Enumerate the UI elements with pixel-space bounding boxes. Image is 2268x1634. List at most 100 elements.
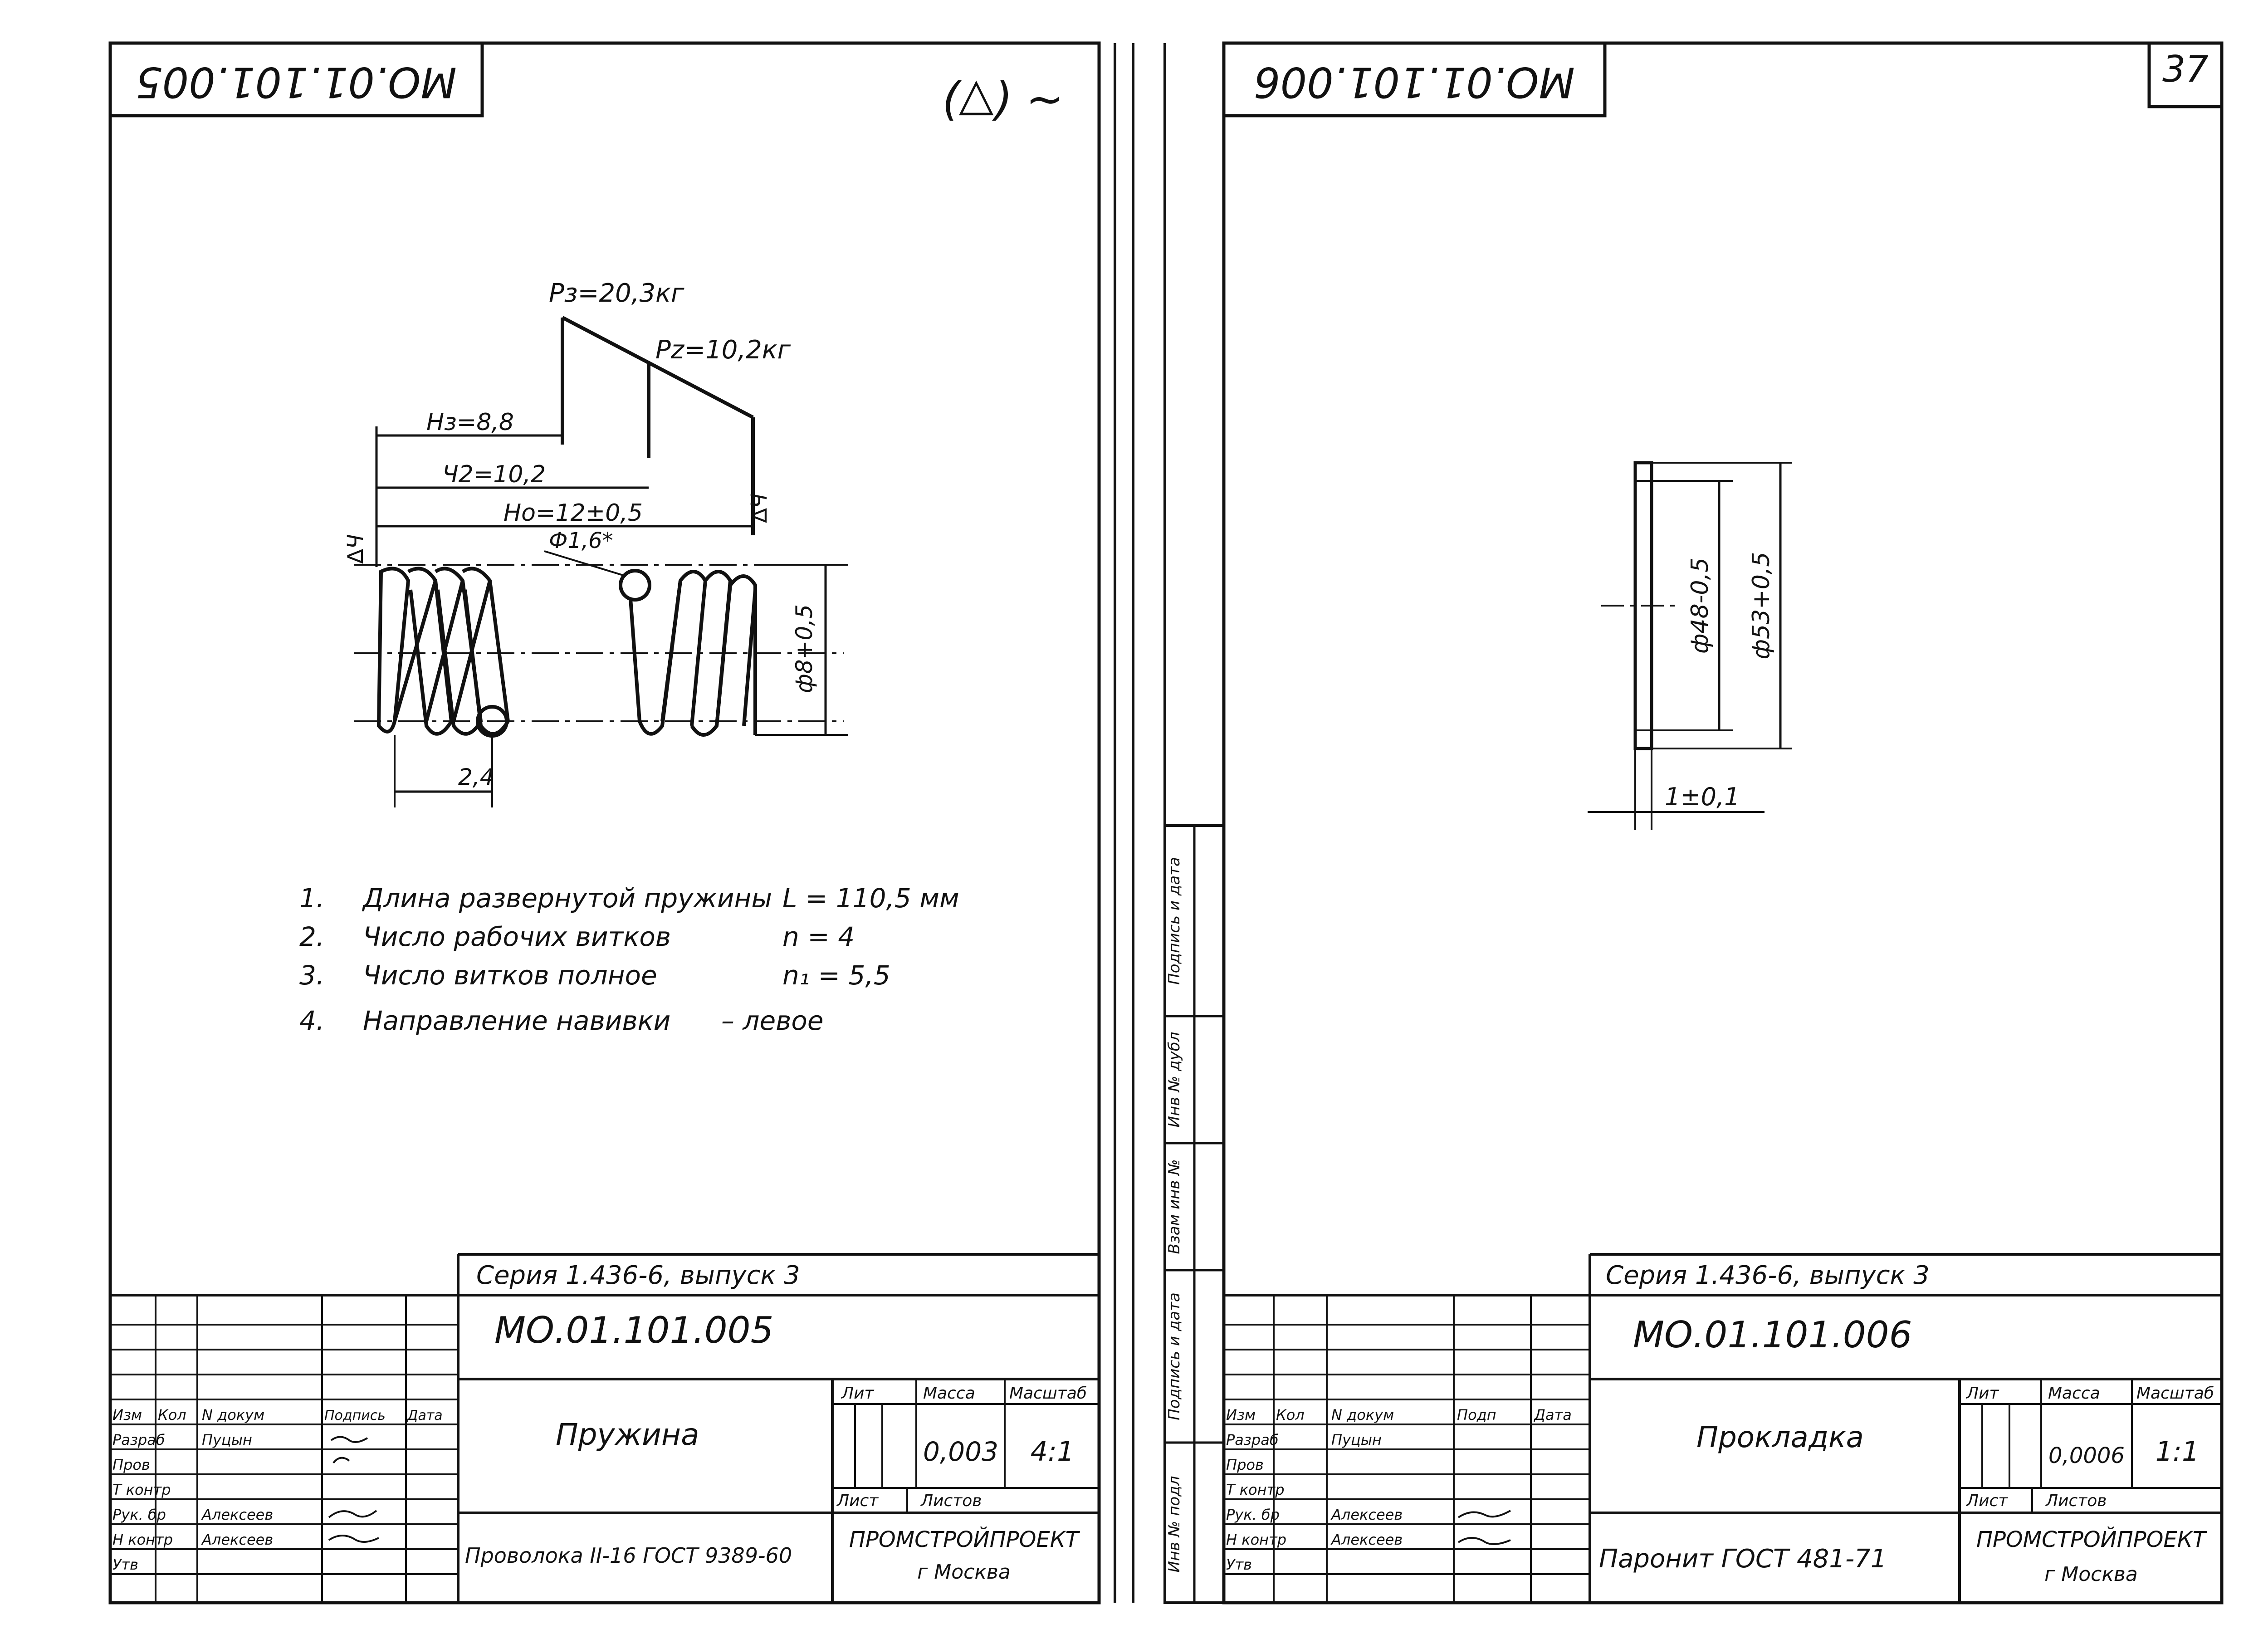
note-2-value: n = 4	[782, 921, 855, 952]
spring-diagram	[354, 316, 848, 807]
pitch-label: 2,4	[458, 764, 494, 790]
gasket-labels: ф48-0,5 ф53+0,5 1±0,1	[1665, 552, 1775, 811]
right-code: МО.01.101.006	[1633, 1314, 1912, 1356]
left-name: Пружина	[556, 1417, 699, 1452]
left-role-3: Т контр	[112, 1481, 171, 1498]
right-signatures	[1457, 1510, 1511, 1545]
left-corner-code-box: МО.01.101.005	[108, 41, 484, 117]
left-head-lit: Лит	[841, 1384, 874, 1403]
left-signatures	[328, 1436, 379, 1543]
right-role-1-name: Пуцын	[1331, 1431, 1382, 1448]
left-head-scale: Масштаб	[1009, 1384, 1087, 1403]
thickness-label: 1±0,1	[1665, 783, 1740, 811]
left-col-doc: N докум	[202, 1406, 264, 1424]
note-4-text: Направление навивки	[363, 1005, 670, 1036]
side-strip-label-3: Взам инв №	[1165, 1159, 1183, 1254]
p2-label: Pz=10,2кг	[655, 335, 791, 365]
roughness-mark: ∼ (▽)	[941, 75, 1064, 128]
left-title-block	[110, 1253, 1099, 1603]
right-org: ПРОМСТРОЙПРОЕКТ	[1976, 1526, 2208, 1552]
note-3-text: Число витков полное	[363, 960, 657, 991]
center-border-lines	[1114, 43, 1166, 1603]
right-head-scale: Масштаб	[2136, 1384, 2214, 1403]
right-head-lit: Лит	[1965, 1384, 1999, 1403]
right-role-4-name: Алексеев	[1330, 1506, 1403, 1523]
left-head-sheet: Лист	[836, 1492, 879, 1510]
gasket-diagram	[1588, 461, 1792, 830]
left-role-4-name: Алексеев	[201, 1506, 273, 1523]
page-number: 37	[2162, 48, 2209, 90]
left-col-kol: Кол	[158, 1406, 186, 1424]
right-role-6: Утв	[1226, 1556, 1252, 1573]
right-role-1: Разраб	[1226, 1431, 1279, 1448]
right-scale: 1:1	[2156, 1436, 2200, 1468]
left-sheet	[108, 41, 1101, 1605]
note-2-text: Число рабочих витков	[363, 921, 671, 952]
left-corner-code: МО.01.101.005	[136, 58, 457, 107]
left-role-6: Утв	[112, 1556, 138, 1573]
right-role-4: Рук. бр	[1226, 1506, 1280, 1523]
left-scale: 4:1	[1031, 1436, 1075, 1468]
right-col-kol: Кол	[1276, 1406, 1305, 1424]
left-role-2: Пров	[112, 1456, 150, 1473]
right-col-date: Дата	[1533, 1406, 1572, 1424]
side-strip-label-2: Подпись и дата	[1165, 1292, 1183, 1420]
left-role-5: Н контр	[112, 1531, 173, 1548]
right-role-5-name: Алексеев	[1330, 1531, 1403, 1548]
note-4-num: 4.	[299, 1005, 324, 1036]
left-col-izm: Изм	[112, 1406, 142, 1424]
right-mass: 0,0006	[2048, 1443, 2125, 1468]
right-name: Прокладка	[1696, 1421, 1864, 1454]
right-corner-code: МО.01.101.006	[1254, 58, 1575, 107]
outer-dia-label-gasket: ф53+0,5	[1748, 552, 1775, 660]
note-3-value: n₁ = 5,5	[782, 960, 890, 991]
wire-dia-label: Ф1,6*	[549, 528, 613, 553]
note-1-value: L = 110,5 мм	[782, 883, 959, 914]
right-title-block-text: Серия 1.436-6, выпуск 3 МО.01.101.006 Пр…	[1226, 1261, 2214, 1586]
left-title-block-text: Серия 1.436-6, выпуск 3 МО.01.101.005 Пр…	[112, 1261, 1087, 1584]
note-2-num: 2.	[299, 921, 324, 952]
note-1-num: 1.	[299, 883, 324, 914]
right-role-2: Пров	[1226, 1456, 1264, 1473]
side-strip-label-4: Инв № дубл	[1165, 1032, 1183, 1127]
right-role-3: Т контр	[1226, 1481, 1285, 1498]
left-head-sheets: Листов	[920, 1492, 982, 1510]
note-3-num: 3.	[299, 960, 324, 991]
left-series: Серия 1.436-6, выпуск 3	[476, 1261, 800, 1290]
right-city: г Москва	[2044, 1563, 2138, 1586]
left-city: г Москва	[917, 1561, 1011, 1584]
spring-labels: Pз=20,3кг Pz=10,2кг Hз=8,8 Ч2=10,2 Ho=12…	[343, 279, 817, 790]
right-sheet	[1222, 41, 2224, 1605]
side-strip: Инв № подл Подпись и дата Взам инв № Инв…	[1163, 824, 1225, 1604]
side-strip-label-1: Инв № подл	[1165, 1476, 1183, 1573]
p3-label: Pз=20,3кг	[549, 279, 684, 308]
left-material: Проволока II-16 ГОСТ 9389-60	[465, 1543, 792, 1568]
left-col-sign: Подпись	[324, 1408, 386, 1424]
outer-dia-label: ф8+0,5	[791, 604, 817, 693]
left-role-5-name: Алексеев	[201, 1531, 273, 1548]
side-strip-label-5: Подпись и дата	[1165, 857, 1183, 985]
right-series: Серия 1.436-6, выпуск 3	[1606, 1261, 1930, 1290]
right-role-5: Н контр	[1226, 1531, 1286, 1548]
end-mark-left: ∆Ч	[343, 534, 368, 564]
right-corner-code-box: МО.01.101.006	[1222, 41, 1607, 117]
right-col-doc: N докум	[1331, 1406, 1394, 1424]
page-number-box: 37	[2147, 41, 2224, 108]
right-material: Паронит ГОСТ 481-71	[1599, 1544, 1887, 1574]
note-1-text: Длина развернутой пружины	[362, 883, 772, 914]
right-head-mass: Масса	[2048, 1384, 2100, 1403]
h0-label: Ho=12±0,5	[503, 499, 643, 527]
left-role-4: Рук. бр	[112, 1506, 166, 1523]
right-col-sign: Подп	[1457, 1406, 1496, 1424]
left-col-date: Дата	[406, 1408, 443, 1424]
note-4-value: – левое	[721, 1005, 824, 1036]
h3-label: Hз=8,8	[426, 409, 514, 436]
left-role-1: Разраб	[112, 1431, 165, 1448]
left-role-1-name: Пуцын	[202, 1431, 252, 1448]
inner-dia-label: ф48-0,5	[1686, 558, 1714, 654]
left-mass: 0,003	[923, 1436, 998, 1467]
right-head-sheets: Листов	[2045, 1492, 2107, 1510]
spring-notes: 1. Длина развернутой пружины L = 110,5 м…	[299, 883, 959, 1036]
left-code: МО.01.101.005	[494, 1309, 773, 1351]
